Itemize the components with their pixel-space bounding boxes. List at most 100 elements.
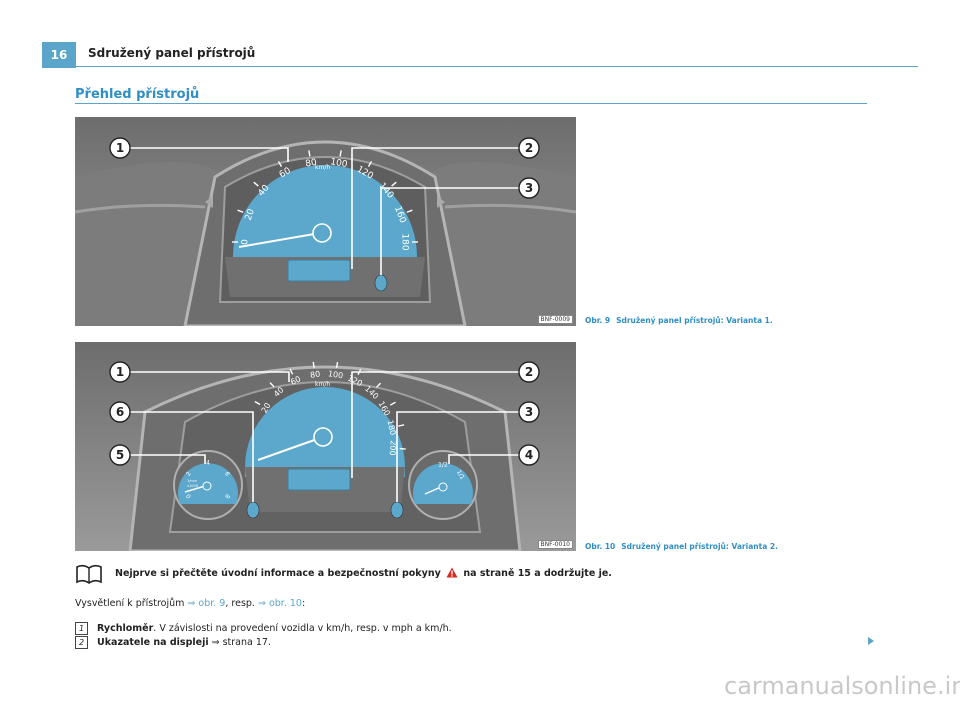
callout-leader-line (380, 187, 519, 275)
callout-number: 1 (116, 365, 124, 379)
unit-label: km/h (315, 164, 330, 171)
scale-tick (253, 181, 259, 187)
scale-label: 4 (206, 460, 210, 467)
callout-number: 5 (116, 448, 124, 462)
scale-tick (269, 382, 275, 388)
item-number-badge: 1 (75, 622, 88, 635)
scale-tick (398, 424, 405, 427)
figure-1-caption: Obr. 9 Sdružený panel přístrojů: Varianta… (585, 316, 773, 325)
list-item: 2 Ukazatele na displeji ⇒ strana 17. (75, 636, 271, 649)
item-number-badge: 2 (75, 636, 88, 649)
section-rule (75, 103, 867, 104)
callout-leader-line (351, 371, 519, 478)
callout-circle (109, 361, 131, 383)
callout-group: 1 2 3 4 5 6 (109, 361, 540, 502)
callout-leader-line (130, 411, 254, 502)
scale-label: 100 (327, 369, 343, 380)
watermark: carmanualsonline.info (724, 672, 960, 700)
manual-note: Nejprve si přečtěte úvodní informace a b… (75, 563, 867, 585)
scale-tick (339, 150, 342, 157)
callout-number: 6 (116, 405, 124, 419)
caption-number: Obr. 10 (585, 542, 616, 551)
scale-label: 0 (185, 492, 193, 499)
continue-arrow-icon (868, 637, 874, 645)
item-description: . V závislosti na provedení vozidla v km… (153, 623, 452, 634)
scale-label: 20 (244, 207, 257, 221)
callout-number: 1 (116, 141, 124, 155)
scale-tick (335, 361, 339, 369)
scale-label: 80 (305, 158, 318, 170)
callout-leader-line (351, 147, 519, 269)
figure-code: BNF-0009 (537, 315, 573, 324)
callout-circle (518, 137, 540, 159)
scale-label: 20 (260, 401, 273, 414)
caption-text: Sdružený panel přístrojů: Varianta 1. (616, 316, 773, 325)
callout-leader-line (130, 147, 289, 162)
fuel-gauge-scale: 1/2 1/1 (438, 462, 466, 482)
item-term: Ukazatele na displeji (97, 637, 209, 648)
callout-number: 2 (525, 365, 533, 379)
callout-circle (109, 444, 131, 466)
scale-label: 1/2 (438, 462, 448, 469)
scale-label: 60 (289, 374, 302, 387)
scale-label: 0 (241, 239, 251, 245)
scale-tick (312, 361, 315, 368)
callout-circle (518, 401, 540, 423)
item-term: Rychloměr (97, 623, 154, 634)
scale-label: 1/1 (455, 469, 466, 481)
scale-label: 180 (385, 419, 397, 436)
link-figure-10[interactable]: ⇒ obr. 10 (257, 598, 302, 609)
scale-tick (391, 181, 397, 187)
callout-circle (109, 137, 131, 159)
scale-tick (237, 209, 244, 213)
scale-tick (375, 382, 382, 388)
scale-label: 2 (185, 470, 193, 477)
item-description[interactable]: ⇒ strana 17. (208, 637, 271, 648)
svg-text:x1000: x1000 (187, 484, 198, 488)
caption-number: Obr. 9 (585, 316, 611, 325)
page-number: 16 (42, 42, 76, 68)
scale-label: 80 (309, 370, 320, 380)
callout-number: 2 (525, 141, 533, 155)
callout-circle (518, 361, 540, 383)
callout-leader-line (396, 411, 519, 502)
chapter-title: Sdružený panel přístrojů (88, 46, 256, 60)
note-text-end: na straně 15 a dodržujte je. (463, 568, 612, 579)
callout-number: 4 (525, 448, 533, 462)
scale-tick (254, 400, 261, 406)
callout-group: 1 2 3 (109, 137, 540, 275)
callout-leader-line (130, 371, 290, 382)
scale-label: 200 (388, 440, 398, 456)
note-text-start: Nejprve si přečtěte úvodní informace a b… (115, 568, 441, 579)
unit-label: km/h (315, 381, 330, 388)
callout-leader-line (448, 454, 519, 464)
callout-circle (518, 177, 540, 199)
scale-tick (289, 368, 294, 375)
warning-triangle-icon (446, 567, 458, 578)
header-rule (76, 66, 918, 67)
rpm-unit: 1/min (187, 479, 197, 483)
scale-tick (308, 150, 311, 157)
callout-number: 3 (525, 181, 533, 195)
callout-circle (518, 444, 540, 466)
scale-tick (406, 209, 413, 213)
scale-tick (389, 401, 396, 406)
section-title: Přehled přístrojů (75, 87, 200, 102)
callout-circle (109, 401, 131, 423)
list-item: 1 Rychloměr. V závislosti na provedení vo… (75, 622, 452, 635)
open-book-icon (76, 564, 102, 584)
scale-tick (367, 161, 373, 168)
callout-number: 3 (525, 405, 533, 419)
figure-code: BNF-0010 (537, 540, 573, 549)
scale-label: 180 (400, 233, 410, 250)
scale-tick (277, 161, 283, 168)
scale-label: 8 (223, 493, 231, 500)
scale-label: 100 (329, 157, 348, 170)
link-figure-9[interactable]: ⇒ obr. 9 (187, 598, 226, 609)
callout-leader-line (130, 454, 206, 464)
